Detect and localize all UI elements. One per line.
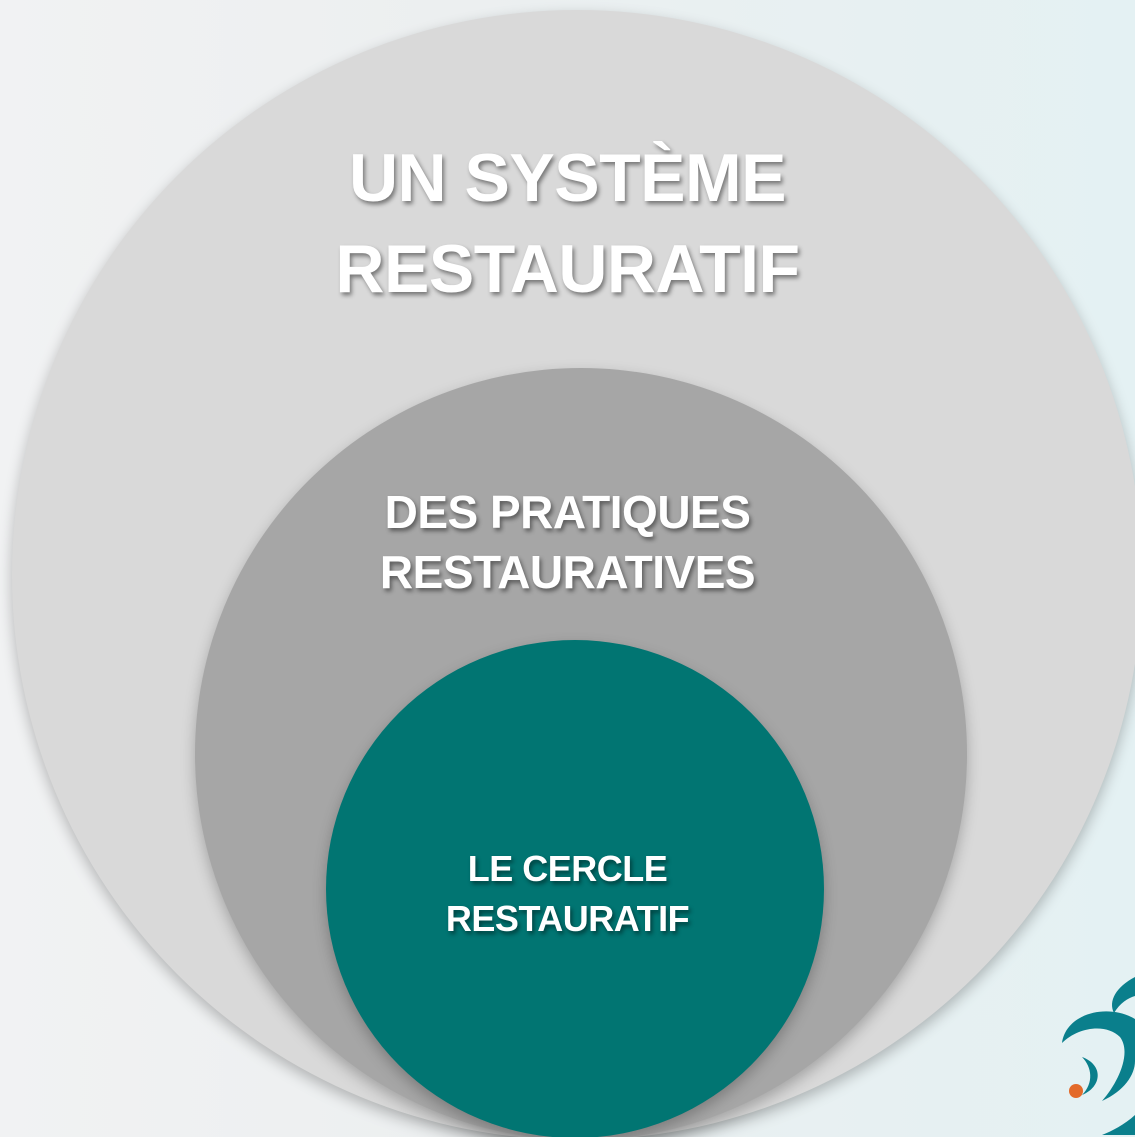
inner-label-line-1: LE CERCLE	[467, 848, 668, 889]
outer-label-line-1: UN SYSTÈME	[348, 140, 787, 216]
outer-label-line-2: RESTAURATIF	[335, 231, 800, 307]
swoosh-logo-icon	[1062, 977, 1135, 1135]
inner-label-line-2: RESTAURATIF	[445, 898, 690, 939]
middle-label-line-2: RESTAURATIVES	[379, 546, 756, 598]
inner-circle	[326, 640, 824, 1137]
outer-circle-label: UN SYSTÈME RESTAURATIF	[0, 133, 1135, 315]
middle-circle-label: DES PRATIQUES RESTAURATIVES	[0, 482, 1135, 602]
inner-circle-label: LE CERCLE RESTAURATIF	[0, 844, 1135, 944]
middle-label-line-1: DES PRATIQUES	[384, 486, 751, 538]
